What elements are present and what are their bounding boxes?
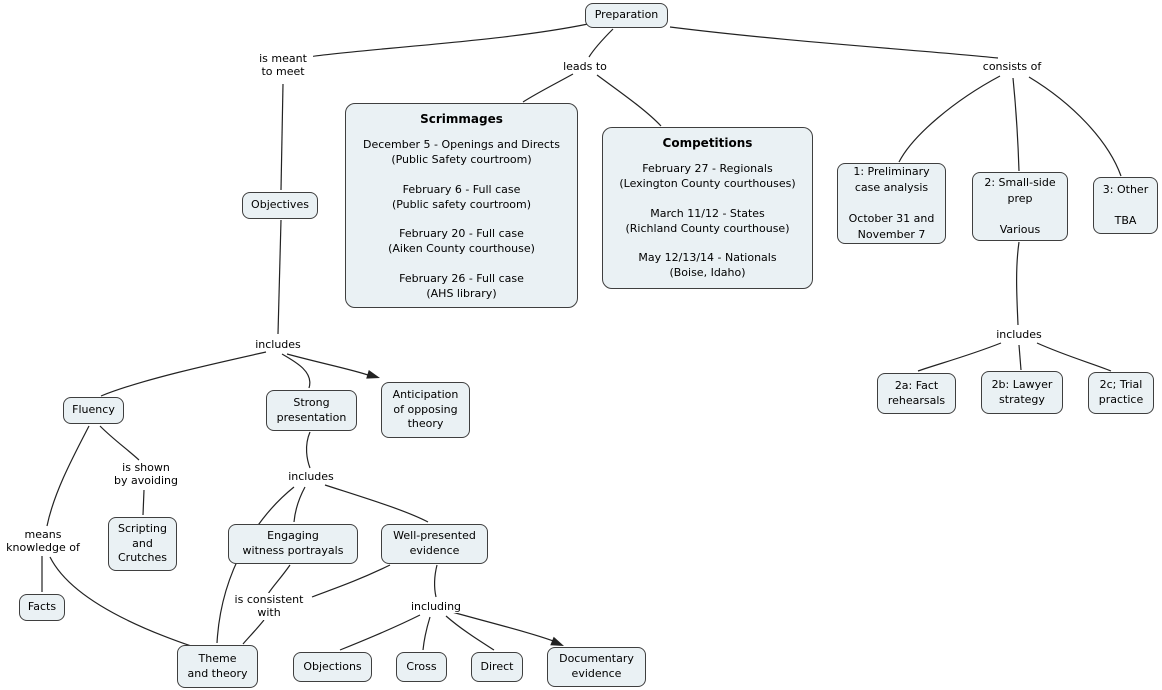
edge-includes3-trial-practice: [1036, 342, 1112, 372]
edge-includes3-lawyer-strategy: [1018, 344, 1022, 371]
node-scrimmages[interactable]: Scrimmages December 5 - Openings and Dir…: [345, 103, 578, 308]
link-is-meant-to-meet[interactable]: is meant to meet: [253, 52, 313, 79]
scrimmages-body: December 5 - Openings and Directs (Publi…: [363, 138, 560, 300]
link-is-consistent-with[interactable]: is consistent with: [229, 593, 309, 620]
edge-fluency-means: [46, 425, 90, 527]
edge-fluency-is-shown: [99, 425, 140, 461]
competitions-body: February 27 - Regionals (Lexington Count…: [619, 162, 796, 280]
node-competitions[interactable]: Competitions February 27 - Regionals (Le…: [602, 127, 813, 289]
node-cross[interactable]: Cross: [396, 652, 447, 682]
node-facts[interactable]: Facts: [19, 594, 65, 621]
node-scripting-and-crutches[interactable]: Scripting and Crutches: [108, 517, 177, 571]
edge-is-consistent-theme: [242, 619, 265, 645]
link-means-knowledge-of[interactable]: means knowledge of: [3, 528, 83, 555]
edge-means-theme: [49, 556, 195, 648]
link-includes-strong[interactable]: includes: [281, 470, 341, 484]
node-direct[interactable]: Direct: [471, 652, 523, 682]
node-preliminary-case-analysis[interactable]: 1: Preliminary case analysis October 31 …: [837, 163, 946, 244]
edge-well-presented-including: [434, 564, 438, 598]
edge-includes-anticipation: [286, 353, 369, 376]
edge-includes2-engaging: [293, 486, 306, 523]
node-well-presented-evidence[interactable]: Well-presented evidence: [381, 524, 488, 564]
edge-includes2-well-presented: [324, 484, 429, 523]
edge-well-presented-is-consistent: [311, 564, 391, 598]
edge-includes-fluency: [100, 351, 267, 397]
node-theme-and-theory[interactable]: Theme and theory: [177, 645, 258, 688]
edge-including-documentary: [451, 611, 557, 643]
node-small-side-prep[interactable]: 2: Small-side prep Various: [972, 172, 1068, 241]
competitions-title: Competitions: [662, 136, 753, 150]
edge-including-direct: [445, 615, 495, 651]
node-objectives[interactable]: Objectives: [242, 192, 318, 219]
edge-preparation-leads-to: [588, 28, 614, 58]
node-lawyer-strategy[interactable]: 2b: Lawyer strategy: [981, 371, 1063, 414]
edge-including-cross: [422, 616, 431, 651]
link-is-shown-by-avoiding[interactable]: is shown by avoiding: [111, 461, 181, 488]
edge-engaging-is-consistent: [267, 564, 291, 595]
node-documentary-evidence[interactable]: Documentary evidence: [547, 647, 646, 687]
node-objections[interactable]: Objections: [293, 652, 372, 682]
edge-leads-to-competitions: [596, 74, 662, 127]
edge-consists-of-small-side: [1012, 77, 1020, 172]
edge-is-meant-objectives: [280, 83, 284, 191]
link-includes-objectives[interactable]: includes: [248, 338, 308, 352]
edge-includes-strong-presentation: [281, 353, 311, 389]
edge-consists-of-other: [1028, 76, 1122, 177]
arrowhead-documentary: [550, 636, 564, 646]
node-strong-presentation[interactable]: Strong presentation: [266, 390, 357, 431]
link-including[interactable]: including: [406, 600, 466, 614]
node-other[interactable]: 3: Other TBA: [1093, 177, 1158, 234]
edge-is-shown-scripting: [142, 489, 145, 516]
link-consists-of[interactable]: consists of: [977, 60, 1047, 74]
edge-strong-includes2: [305, 431, 311, 469]
edge-including-objections: [339, 614, 421, 651]
edge-includes3-fact-rehearsals: [917, 342, 1002, 372]
edge-preparation-is-meant: [307, 23, 589, 58]
edge-objectives-includes: [277, 219, 282, 335]
link-includes-smallside[interactable]: includes: [989, 328, 1049, 342]
edge-small-side-includes3: [1016, 241, 1020, 326]
node-engaging-witness-portrayals[interactable]: Engaging witness portrayals: [228, 524, 358, 564]
scrimmages-title: Scrimmages: [420, 112, 503, 126]
edge-preparation-consists-of: [669, 26, 999, 59]
link-leads-to[interactable]: leads to: [555, 60, 615, 74]
arrowhead-anticipation: [366, 370, 380, 379]
node-fact-rehearsals[interactable]: 2a: Fact rehearsals: [877, 373, 956, 414]
edge-consists-of-preliminary: [898, 75, 1001, 163]
node-preparation[interactable]: Preparation: [585, 3, 668, 28]
node-anticipation-of-opposing-theory[interactable]: Anticipation of opposing theory: [381, 382, 470, 438]
edge-leads-to-scrimmages: [522, 73, 574, 103]
node-trial-practice[interactable]: 2c; Trial practice: [1088, 372, 1154, 414]
node-fluency[interactable]: Fluency: [63, 397, 124, 424]
